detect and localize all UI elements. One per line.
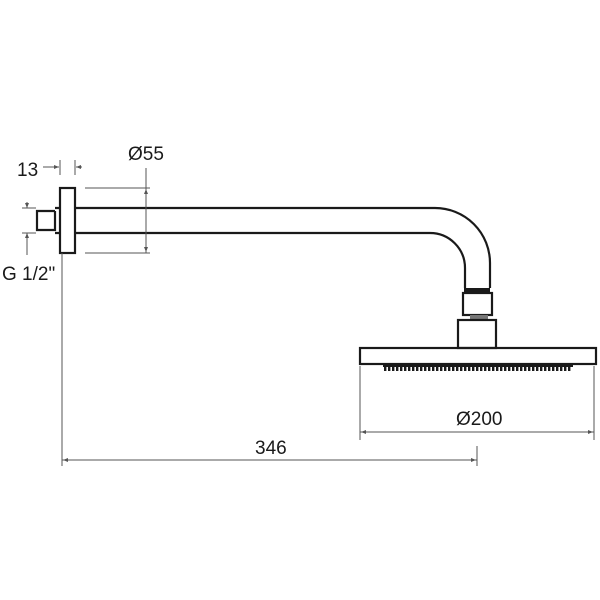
nozzle <box>384 367 387 371</box>
nozzle <box>400 367 403 371</box>
nozzle <box>420 367 423 371</box>
nozzle <box>496 367 499 371</box>
dimension-346: 346 <box>61 253 478 466</box>
nozzle <box>416 367 419 371</box>
nozzle <box>532 367 535 371</box>
nozzle <box>460 367 463 371</box>
nozzle <box>424 367 427 371</box>
nozzle <box>508 367 511 371</box>
nozzle <box>512 367 515 371</box>
nozzle <box>568 367 571 371</box>
dimension-thread: G 1/2" <box>2 202 55 285</box>
nozzle <box>520 367 523 371</box>
dimension-label-55: Ø55 <box>128 144 164 165</box>
nozzle <box>556 367 559 371</box>
nozzle <box>476 367 479 371</box>
dimension-13: 13 <box>17 160 82 181</box>
nozzle <box>432 367 435 371</box>
nozzle <box>536 367 539 371</box>
threaded-nipple <box>35 206 60 235</box>
nozzle <box>504 367 507 371</box>
nozzle <box>548 367 551 371</box>
nozzle <box>524 367 527 371</box>
swivel-neck <box>470 315 488 319</box>
wall-plate <box>58 186 77 255</box>
dimension-label-200: Ø200 <box>456 409 502 430</box>
nozzle <box>452 367 455 371</box>
nozzle <box>560 367 563 371</box>
shower-arm <box>75 206 492 288</box>
nozzle <box>484 367 487 371</box>
nozzle <box>464 367 467 371</box>
dimension-label-346: 346 <box>255 438 287 459</box>
nozzle <box>472 367 475 371</box>
nozzle-plate <box>383 364 573 367</box>
nozzle <box>488 367 491 371</box>
nozzles <box>383 364 573 371</box>
nozzle <box>436 367 439 371</box>
nozzle <box>492 367 495 371</box>
nozzle <box>564 367 567 371</box>
nozzle <box>540 367 543 371</box>
nozzle <box>408 367 411 371</box>
nozzle <box>388 367 391 371</box>
nozzle <box>392 367 395 371</box>
nozzle <box>396 367 399 371</box>
nozzle <box>552 367 555 371</box>
shower-head <box>358 346 598 366</box>
head-connector <box>456 318 498 350</box>
dimension-diameter-55: Ø55 <box>85 144 164 254</box>
nozzle <box>516 367 519 371</box>
arm-ring <box>464 288 490 293</box>
nozzle <box>456 367 459 371</box>
nozzle <box>480 367 483 371</box>
nozzle <box>544 367 547 371</box>
nozzle <box>412 367 415 371</box>
dimension-diameter-200: Ø200 <box>359 366 595 440</box>
swivel-nut <box>461 291 494 317</box>
nozzle <box>440 367 443 371</box>
nozzle <box>500 367 503 371</box>
nozzle <box>404 367 407 371</box>
nozzle <box>428 367 431 371</box>
nozzle <box>448 367 451 371</box>
dimension-label-thread: G 1/2" <box>2 264 55 285</box>
dimension-label-13: 13 <box>17 160 38 181</box>
nozzle <box>468 367 471 371</box>
nozzle <box>528 367 531 371</box>
nozzle <box>444 367 447 371</box>
